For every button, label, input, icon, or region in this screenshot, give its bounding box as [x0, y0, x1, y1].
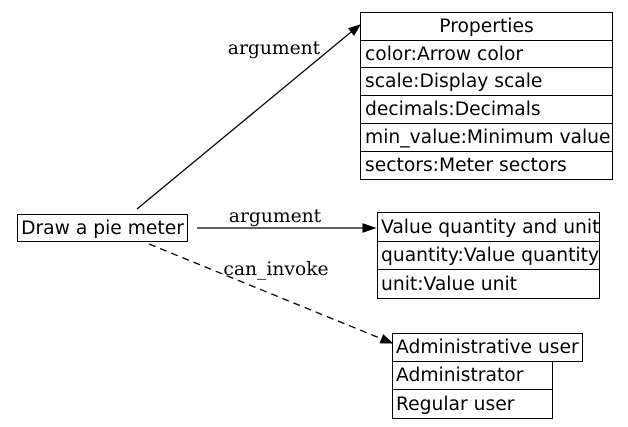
table-row: color:Arrow color	[360, 39, 613, 69]
table-row: min_value:Minimum value	[360, 122, 613, 152]
edge-line-can-invoke	[148, 243, 383, 340]
table-row: quantity:Value quantity	[377, 240, 600, 271]
value-quantity-table: Value quantity and unit quantity:Value q…	[377, 212, 600, 300]
value-table-header: Value quantity and unit	[377, 212, 600, 242]
edge-label-can-invoke: can_invoke	[223, 259, 328, 280]
admin-user-table: Administrative user Administrator Regula…	[392, 333, 583, 420]
node-label: Draw a pie meter	[21, 217, 184, 239]
edge-can-invoke-to-admin: can_invoke	[148, 243, 394, 344]
admin-table-header: Administrative user	[392, 333, 583, 362]
table-row: Regular user	[392, 389, 553, 420]
table-row: unit:Value unit	[377, 269, 600, 300]
edge-argument-to-properties: argument	[136, 24, 362, 210]
edge-label-argument-value: argument	[229, 206, 322, 227]
node-draw-a-pie-meter: Draw a pie meter	[17, 214, 188, 242]
table-row: decimals:Decimals	[360, 95, 613, 125]
table-row: Administrator	[392, 360, 553, 391]
table-row: scale:Display scale	[360, 67, 613, 97]
edge-label-argument-properties: argument	[228, 38, 321, 59]
table-row: sectors:Meter sectors	[360, 150, 613, 180]
properties-table-header: Properties	[360, 12, 613, 41]
properties-table: Properties color:Arrow color scale:Displ…	[360, 12, 613, 180]
edge-argument-to-value: argument	[197, 206, 377, 233]
arrowhead-admin-icon	[379, 334, 394, 344]
arrowhead-properties-icon	[347, 24, 362, 36]
arrowhead-value-icon	[362, 223, 377, 233]
edge-line-argument-properties	[136, 31, 352, 210]
